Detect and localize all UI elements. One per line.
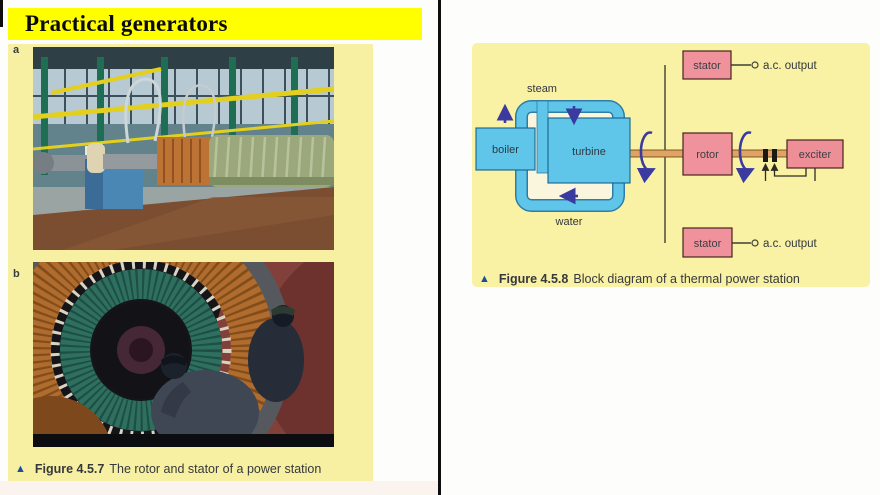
figure-marker-icon: ▲ [15,463,26,475]
page-title: Practical generators [25,11,228,36]
photo-a-image [33,47,334,250]
boiler-box: boiler [475,127,536,171]
figure-caption-text: The rotor and stator of a power station [109,462,322,476]
figure-label: Figure 4.5.8 [498,272,569,286]
photo-b-image [33,262,334,447]
rotor-box: rotor [682,132,733,176]
ac-terminal-bottom-icon [751,239,759,247]
rotation-arrow-right-icon [735,131,755,184]
photo-a-label: a [13,44,20,56]
figure-caption-458: ▲ Figure 4.5.8 Block diagram of a therma… [479,272,800,286]
rotor-label: rotor [696,149,719,161]
figure-caption-text: Block diagram of a thermal power station [573,272,800,286]
page-divider [438,0,441,495]
figure-caption-457: ▲ Figure 4.5.7 The rotor and stator of a… [15,462,321,476]
boiler-label: boiler [492,144,519,156]
water-label: water [555,216,583,228]
block-diagram: turbine boiler steam water stator a.c. o… [475,50,844,258]
stator-bottom-label: stator [694,238,722,250]
brush-wire-right [770,163,807,177]
figure-panel-right: turbine boiler steam water stator a.c. o… [472,43,870,287]
exciter-label: exciter [799,149,832,161]
stator-top-label: stator [693,60,721,72]
rotation-arrow-left-icon [636,131,656,184]
ac-terminal-top-icon [751,61,759,69]
turbine-box: turbine [547,117,631,184]
stator-bottom-box: stator [682,227,751,258]
page-edge-artifact [0,0,3,27]
page-bottom-strip [0,481,438,495]
figure-marker-icon: ▲ [479,273,490,285]
ac-output-top-label: a.c. output [763,60,818,72]
slip-ring-brushes [763,149,777,162]
photo-b-label: b [13,268,20,280]
turbine-label: turbine [572,146,606,158]
steam-label: steam [527,83,557,95]
stator-top-box: stator [682,50,751,80]
section-heading-bar: Practical generators [8,8,422,40]
exciter-box: exciter [786,139,844,169]
figure-label: Figure 4.5.7 [34,462,105,476]
ac-output-bottom-label: a.c. output [763,238,818,250]
